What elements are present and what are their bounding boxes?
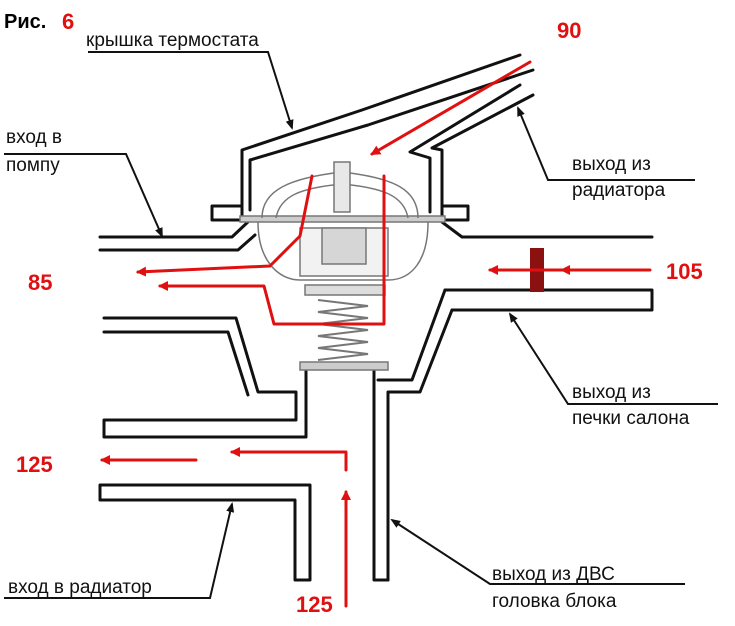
- pump-pipe-upper: [98, 218, 252, 239]
- value-pump-flow: 85: [28, 270, 52, 295]
- housing-left-wall: [102, 316, 308, 439]
- label-thermostat-cover: крышка термостата: [86, 30, 259, 51]
- leader-radiator-out: [517, 106, 695, 181]
- label-engine-out-2: головка блока: [492, 591, 617, 612]
- value-heater-flow: 105: [666, 259, 703, 284]
- label-radiator-out-2: радиатора: [572, 180, 666, 201]
- leader-engine-out: [390, 518, 685, 585]
- housing-right-wall-2: [386, 308, 454, 582]
- cover-outer-wall-right: [408, 83, 522, 214]
- value-engine-flow: 125: [296, 592, 333, 617]
- flow-radiator-arrow: [370, 60, 532, 156]
- cover-inner-wall: [248, 68, 535, 212]
- engine-pipe: [372, 368, 390, 582]
- leader-cover: [88, 51, 294, 130]
- leader-radiator-in: [4, 502, 235, 599]
- thermostat-flange: [239, 215, 446, 223]
- flow-junction-path: [230, 447, 348, 472]
- cover-inner-wall-right: [430, 93, 535, 214]
- figure-title-text: Рис.: [4, 11, 46, 33]
- label-pump-inlet-1: вход в: [6, 127, 62, 148]
- housing-right-wall: [376, 288, 447, 382]
- leader-lines: [4, 51, 718, 599]
- label-heater-out-2: печки салона: [572, 408, 690, 429]
- label-heater-out-1: выход из: [572, 382, 651, 403]
- pipe-walls: [98, 53, 654, 582]
- heater-pipe-upper: [440, 220, 654, 239]
- left-bolt: [210, 204, 244, 222]
- label-radiator-out-1: выход из: [572, 154, 651, 175]
- thermostat-stem: [333, 161, 351, 213]
- flow-values: 90 85 105 125 125: [16, 18, 703, 617]
- right-bolt: [440, 204, 470, 222]
- flow-bypass-path-2: [158, 174, 386, 326]
- thermostat-base: [299, 361, 389, 371]
- figure-title: Рис. 6: [4, 9, 74, 34]
- leader-heater-out: [508, 312, 718, 405]
- flow-arrows: [100, 60, 652, 608]
- radiator-pipe: [98, 483, 312, 582]
- thermostat-bowl: [257, 221, 429, 281]
- label-engine-out-1: выход из ДВС: [492, 564, 615, 585]
- thermostat-valve: [321, 227, 367, 265]
- value-radiator-flow: 90: [557, 18, 581, 43]
- leader-pump: [4, 153, 163, 238]
- value-radiator-inlet-flow: 125: [16, 452, 53, 477]
- thermostat-spring-cap: [304, 284, 386, 296]
- thermostat: [239, 161, 446, 371]
- heater-pipe-lower: [443, 288, 654, 312]
- pump-pipe-lower: [98, 233, 257, 252]
- figure-number: 6: [62, 9, 74, 34]
- thermostat-spring: [317, 299, 369, 361]
- cover-outer-wall: [240, 53, 522, 212]
- label-pump-inlet-2: помпу: [6, 155, 60, 176]
- label-radiator-in: вход в радиатор: [8, 577, 152, 598]
- flow-bypass-path-1: [136, 174, 314, 277]
- housing-left-bend: [102, 330, 250, 397]
